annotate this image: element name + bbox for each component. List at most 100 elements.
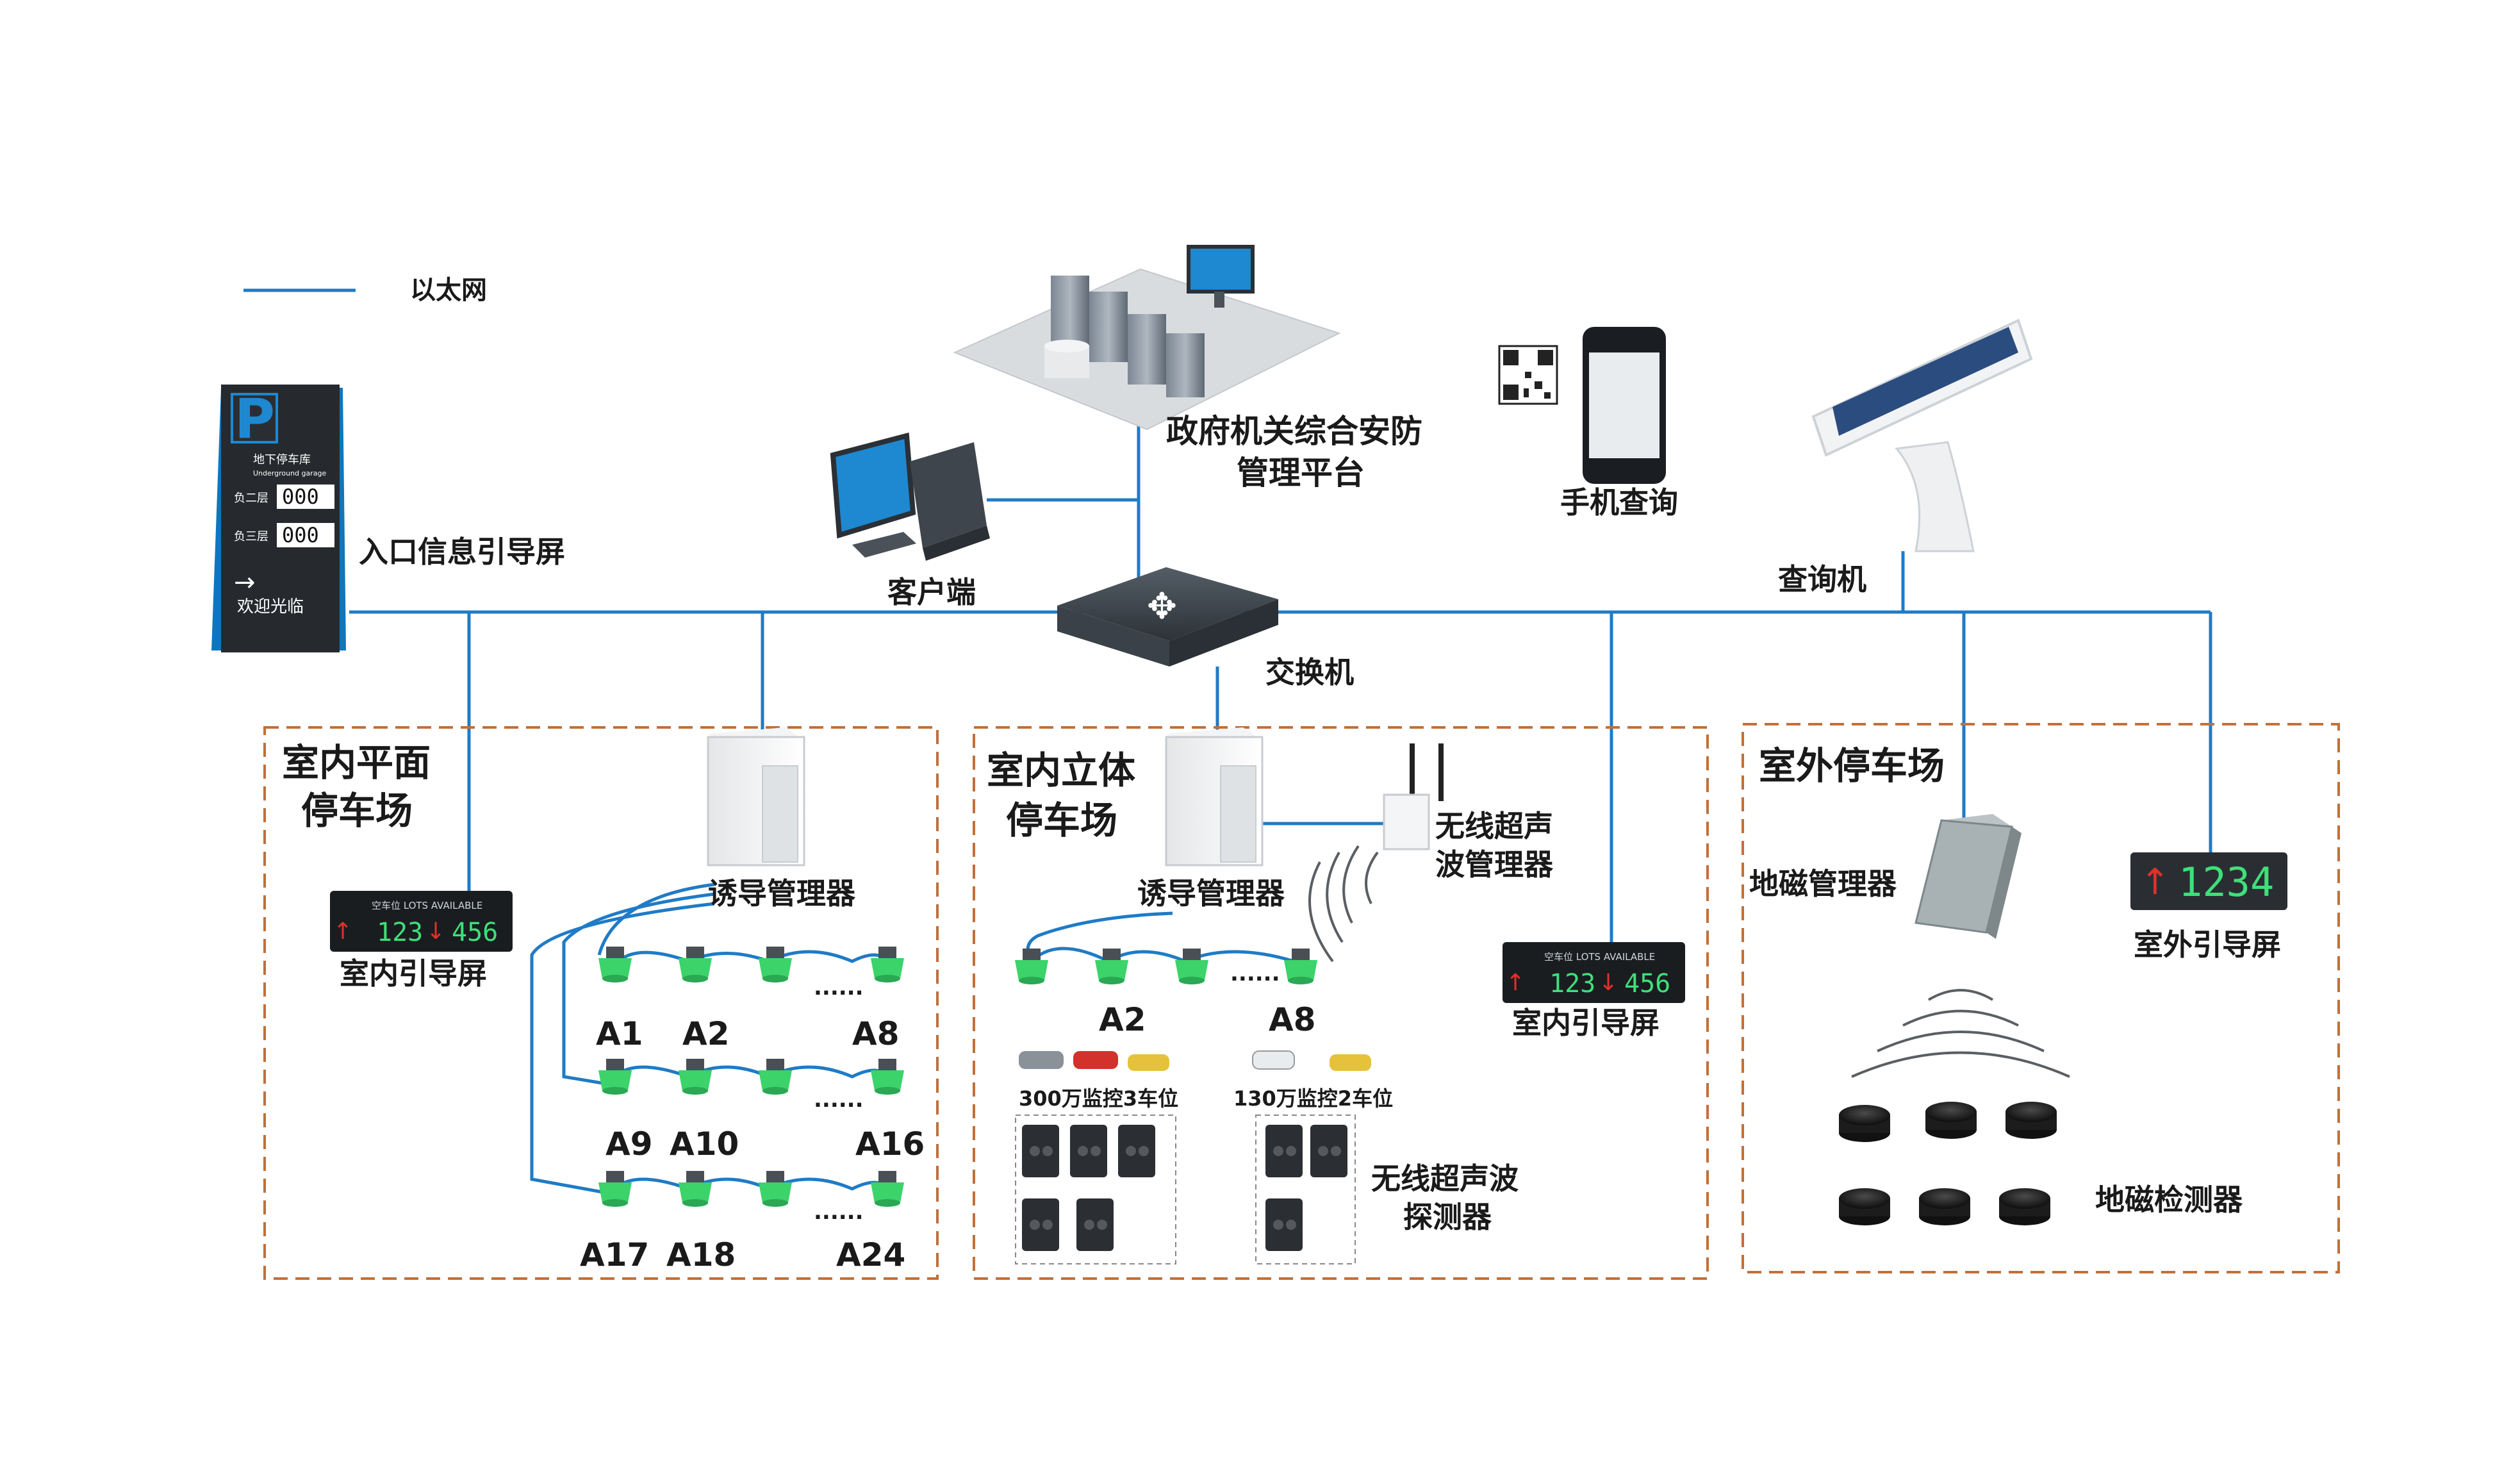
- ultrasonic-sensor-icon: [679, 1059, 712, 1095]
- outdoor-screen-label: 室外引导屏: [2134, 927, 2281, 962]
- ultrasonic-sensor-icon: [871, 947, 904, 982]
- indoor-led-screen: 空车位 LOTS AVAILABLE ↑ 123 ↓ 456: [1503, 942, 1685, 1003]
- entrance-row1-value: 000: [282, 485, 319, 509]
- entrance-sign-title: 地下停车库: [253, 453, 311, 467]
- wireless-manager-line1: 无线超声: [1435, 809, 1553, 843]
- parking-p-icon: P: [235, 387, 275, 451]
- detector-group1-frame: [1015, 1115, 1176, 1264]
- ultrasonic-detector-icon: [1265, 1198, 1303, 1251]
- geomag-detector-label: 地磁检测器: [2095, 1182, 2243, 1217]
- zone1-title-line1: 室内平面: [282, 741, 431, 784]
- signal-waves-icon: [1308, 845, 1379, 963]
- legend: 以太网: [243, 276, 487, 305]
- zone-indoor-3d: 室内立体 停车场 诱导管理器 无线超声 波管理器 ...... A2 A8: [987, 727, 1685, 1264]
- sensor-label-a1: A1: [596, 1015, 643, 1052]
- sensor-label-a17: A17: [580, 1236, 649, 1273]
- ultrasonic-sensor-icon: [871, 1059, 904, 1095]
- ultrasonic-detector-icon: [1076, 1198, 1114, 1251]
- camera-group1-label: 300万监控3车位: [1019, 1086, 1178, 1111]
- ultrasonic-sensor-icon: [598, 1059, 632, 1095]
- ultrasonic-detector-group: [1022, 1125, 1347, 1251]
- zone1-indoor-screen-label: 室内引导屏: [340, 956, 487, 991]
- platform-label-line1: 政府机关综合安防: [1166, 413, 1422, 450]
- zone2-indoor-screen-label: 室内引导屏: [1512, 1006, 1659, 1040]
- ultrasonic-sensor-icon: [871, 1171, 904, 1207]
- platform-label-line2: 管理平台: [1237, 454, 1365, 492]
- client-computer: 客户端: [830, 432, 990, 609]
- zone-outdoor: 室外停车场 地磁管理器 ↑ 1234 室外引导屏 地磁检测器: [1749, 744, 2287, 1225]
- entrance-welcome: 欢迎光临: [237, 597, 304, 617]
- zone2-manager-label: 诱导管理器: [1137, 876, 1285, 911]
- ultrasonic-sensor-icon: [759, 947, 792, 982]
- mobile-query: 手机查询: [1498, 327, 1678, 520]
- query-kiosk: 查询机: [1778, 319, 2033, 597]
- geomagnetic-detector-icon: [1925, 1102, 1977, 1139]
- ultrasonic-detector-icon: [1022, 1198, 1059, 1251]
- zone-indoor-flat: 室内平面 停车场 诱导管理器 空车位 LOTS AVAILABLE ↑ 123 …: [282, 727, 925, 1273]
- mobile-query-label: 手机查询: [1560, 485, 1678, 520]
- ultrasonic-detector-icon: [1265, 1125, 1303, 1177]
- arrow-up-icon: ↑: [1506, 970, 1525, 996]
- ultrasonic-detector-icon: [1070, 1125, 1107, 1177]
- outdoor-screen-value: 1234: [2178, 859, 2274, 906]
- entrance-screen-label: 入口信息引导屏: [359, 535, 565, 569]
- detector-label-line1: 无线超声波: [1371, 1161, 1519, 1196]
- entrance-sign: P 地下停车库 Underground garage 负二层 000 负三层 0…: [211, 385, 565, 652]
- server-icon: [1044, 276, 1205, 397]
- arrow-down-icon: ↓: [1599, 970, 1618, 996]
- query-kiosk-label: 查询机: [1778, 562, 1866, 597]
- detector-label-line2: 探测器: [1403, 1200, 1492, 1234]
- sensor-label-a16: A16: [855, 1125, 925, 1163]
- ultrasonic-sensor-row: [1015, 949, 1317, 984]
- zone2-title-line2: 停车场: [1006, 799, 1117, 842]
- zone1-screen-value2: 456: [452, 918, 498, 947]
- zone2-screen-value2: 456: [1624, 969, 1670, 999]
- geomagnetic-detector-icon: [1999, 1188, 2050, 1225]
- zone2-screen-value1: 123: [1549, 969, 1595, 999]
- zone-outdoor-border: [1742, 723, 2340, 1273]
- switch-arrows-icon: ✥: [1147, 586, 1177, 627]
- sensor-label-a10: A10: [670, 1125, 739, 1163]
- wireless-router-icon: [1383, 743, 1444, 850]
- car-icons: [1019, 1050, 1371, 1071]
- entrance-row2-value: 000: [282, 523, 319, 547]
- zone1-manager-label: 诱导管理器: [708, 876, 856, 911]
- zone2-title-line1: 室内立体: [987, 749, 1135, 792]
- ultrasonic-sensor-icon: [759, 1059, 792, 1095]
- entrance-row1-label: 负二层: [234, 492, 268, 505]
- zone2-ellipsis: ......: [1230, 961, 1280, 986]
- geomagnetic-detector-icon: [2005, 1102, 2057, 1139]
- zone1-screen-value1: 123: [377, 918, 423, 947]
- ultrasonic-detector-icon: [1118, 1125, 1155, 1177]
- sensor-label-a2: A2: [682, 1015, 730, 1052]
- geomagnetic-detectors: [1839, 1102, 2057, 1225]
- ultrasonic-sensor-icon: [1095, 949, 1128, 984]
- client-label: 客户端: [887, 575, 976, 609]
- zone2-sensor-label-a8: A8: [1269, 1001, 1316, 1038]
- network-switch: ✥ 交换机: [1057, 567, 1354, 690]
- ellipsis-row3: ......: [814, 1199, 864, 1225]
- ultrasonic-sensor-icon: [679, 947, 712, 982]
- monitor-icon: [1187, 245, 1255, 308]
- ultrasonic-sensor-icon: [1284, 949, 1317, 984]
- zone3-title: 室外停车场: [1759, 744, 1945, 788]
- ultrasonic-detector-icon: [1310, 1125, 1347, 1177]
- sensor-label-a18: A18: [666, 1236, 736, 1273]
- ultrasonic-sensor-icon: [598, 1171, 632, 1207]
- signal-waves-icon: [1851, 989, 2070, 1078]
- zone2-screen-header: 空车位 LOTS AVAILABLE: [1544, 951, 1655, 963]
- geomagnetic-detector-icon: [1839, 1188, 1890, 1225]
- arrow-up-icon: ↑: [333, 918, 352, 945]
- ultrasonic-sensor-icon: [598, 947, 632, 982]
- arrow-up-icon: ↑: [2140, 861, 2170, 903]
- zone-indoor-flat-border: [263, 726, 939, 1280]
- legend-ethernet-label: 以太网: [410, 276, 487, 305]
- sensor-label-a24: A24: [836, 1236, 905, 1273]
- zone-borders: [263, 723, 2340, 1280]
- indoor-led-screen: 空车位 LOTS AVAILABLE ↑ 123 ↓ 456: [330, 891, 513, 952]
- entrance-sign-subtitle: Underground garage: [253, 469, 326, 477]
- geomag-manager-label: 地磁管理器: [1749, 866, 1897, 901]
- geomagnetic-detector-icon: [1839, 1105, 1890, 1142]
- arrow-down-icon: ↓: [426, 918, 445, 945]
